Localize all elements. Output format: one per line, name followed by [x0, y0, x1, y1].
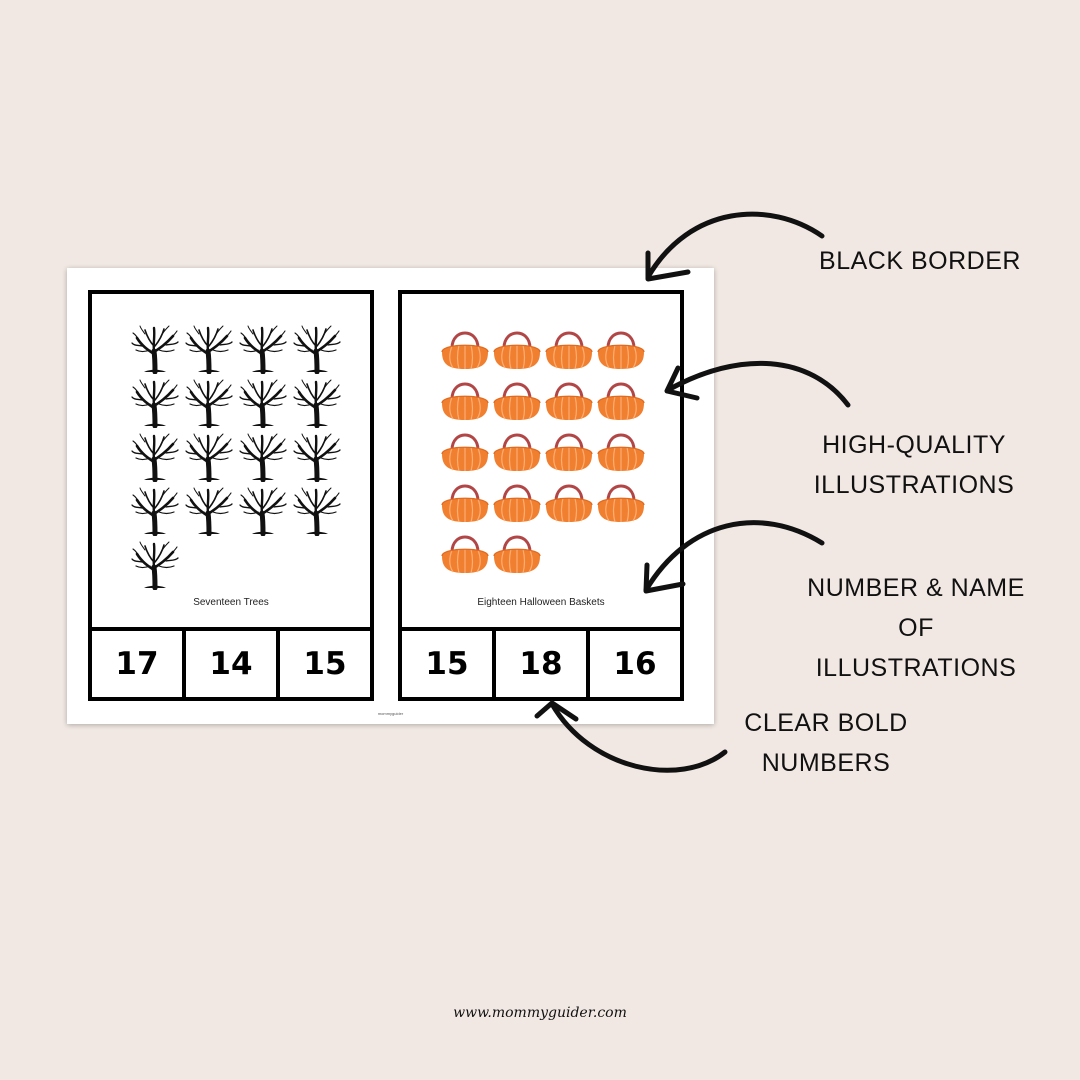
curved-arrow-icon	[645, 211, 825, 280]
annotation-line: OF ILLUSTRATIONS	[815, 614, 1017, 682]
arrowhead-icon	[643, 562, 686, 594]
answer-choice[interactable]: 15	[425, 646, 469, 682]
annotation-line: NUMBER & NAME	[807, 574, 1025, 602]
sheet-footer: mommyguider	[377, 711, 404, 716]
answer-choices: 17 14 15	[92, 627, 370, 697]
curved-arrow-icon	[665, 360, 851, 408]
annotation-line: BLACK BORDER	[819, 247, 1021, 275]
arrowhead-icon	[645, 250, 691, 282]
arrowhead-icon	[664, 365, 700, 401]
answer-choice[interactable]: 17	[115, 646, 159, 682]
curved-arrow-icon	[549, 701, 728, 773]
worksheet-page: Seventeen Trees 17 14 15 Eighteen Hallow…	[67, 268, 714, 724]
answer-choice[interactable]: 15	[276, 631, 370, 697]
curved-arrow-icon	[643, 520, 825, 593]
answer-choice[interactable]: 16	[586, 631, 680, 697]
counting-card-baskets: Eighteen Halloween Baskets 15 18 16	[398, 290, 684, 701]
annotation-bold-numbers: CLEAR BOLD NUMBERS	[730, 703, 922, 783]
answer-choice[interactable]: 18	[492, 631, 586, 697]
website-url: www.mommyguider.com	[453, 1005, 627, 1021]
answer-choices: 15 18 16	[402, 627, 680, 697]
annotation-line: ILLUSTRATIONS	[813, 471, 1015, 499]
annotation-line: HIGH-QUALITY	[822, 431, 1006, 459]
annotation-line: NUMBERS	[761, 749, 891, 777]
annotation-line: CLEAR BOLD	[744, 709, 908, 737]
counting-card-trees: Seventeen Trees 17 14 15	[88, 290, 374, 701]
arrowhead-icon	[534, 700, 579, 722]
card-title: Seventeen Trees	[193, 597, 269, 608]
answer-choice[interactable]: 14	[182, 631, 276, 697]
annotation-black-border: BLACK BORDER	[800, 241, 1040, 281]
annotation-number-name: NUMBER & NAME OF ILLUSTRATIONS	[800, 568, 1032, 688]
card-title: Eighteen Halloween Baskets	[477, 597, 605, 608]
annotation-illustrations: HIGH-QUALITY ILLUSTRATIONS	[800, 425, 1028, 505]
